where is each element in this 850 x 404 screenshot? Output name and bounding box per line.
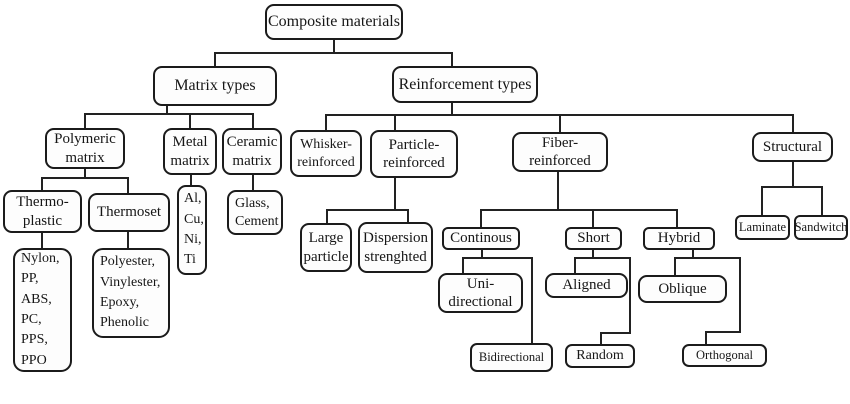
node-thermo-plastic: Thermo- plastic	[3, 190, 82, 233]
node-metal-matrix: Metal matrix	[163, 128, 217, 175]
node-label: Nylon, PP, ABS, PC, PPS, PPO	[21, 251, 60, 368]
node-oblique: Oblique	[638, 275, 727, 303]
node-dispersion-strenghted: Dispersion strenghted	[358, 222, 433, 273]
node-thermoset: Thermoset	[88, 193, 170, 232]
node-reinforcement-types: Reinforcement types	[392, 66, 538, 103]
node-label: Thermoset	[96, 204, 162, 221]
node-label: Al, Cu, Ni, Ti	[184, 191, 204, 268]
node-composite-materials: Composite materials	[265, 4, 403, 40]
node-sandwitch: Sandwitch	[794, 215, 848, 240]
node-bidirectional: Bidirectional	[470, 343, 553, 372]
node-label: Sandwitch	[794, 219, 848, 234]
node-laminate: Laminate	[735, 215, 790, 240]
node-label: Whisker- reinforced	[297, 137, 355, 170]
node-label: Aligned	[562, 277, 611, 294]
node-label: Matrix types	[174, 77, 256, 95]
node-label: Polymeric matrix	[54, 131, 116, 166]
node-label: Continous	[450, 230, 512, 247]
node-ceramic-matrix: Ceramic matrix	[222, 128, 282, 175]
node-label: Orthogonal	[696, 347, 753, 362]
node-matrix-types: Matrix types	[153, 66, 277, 106]
node-fiber-reinforced: Fiber- reinforced	[512, 132, 608, 172]
node-hybrid: Hybrid	[643, 227, 715, 250]
node-label: Reinforcement types	[398, 75, 532, 93]
node-orthogonal: Orthogonal	[682, 344, 767, 367]
node-label: Particle- reinforced	[383, 136, 445, 171]
node-label: Laminate	[738, 219, 787, 234]
node-label: Polyester, Vinylester, Epoxy, Phenolic	[100, 254, 161, 331]
node-short: Short	[565, 227, 622, 250]
node-label: Large particle	[303, 230, 349, 265]
node-label: Fiber- reinforced	[529, 134, 591, 169]
node-label: Ceramic matrix	[226, 134, 278, 169]
node-whisker-reinforced: Whisker- reinforced	[290, 130, 362, 177]
node-aligned: Aligned	[545, 273, 628, 298]
node-thermoset-examples: Polyester, Vinylester, Epoxy, Phenolic	[92, 248, 170, 338]
node-label: Oblique	[658, 280, 707, 297]
node-label: Metal matrix	[170, 134, 210, 169]
node-particle-reinforced: Particle- reinforced	[370, 130, 458, 178]
node-random: Random	[565, 344, 635, 368]
node-label: Bidirectional	[478, 349, 545, 364]
node-label: Dispersion strenghted	[363, 230, 428, 265]
node-label: Glass, Cement	[235, 196, 279, 229]
node-large-particle: Large particle	[300, 223, 352, 272]
node-ceramic-examples: Glass, Cement	[227, 190, 283, 235]
node-label: Composite materials	[268, 13, 400, 31]
node-label: Random	[576, 348, 624, 364]
node-structural: Structural	[752, 132, 833, 162]
node-polymeric-matrix: Polymeric matrix	[45, 128, 125, 169]
node-label: Short	[577, 230, 610, 247]
node-continous: Continous	[442, 227, 520, 250]
node-label: Thermo- plastic	[16, 194, 69, 229]
node-uni-directional: Uni- directional	[438, 273, 523, 313]
node-label: Uni- directional	[448, 275, 513, 310]
node-thermoplastic-examples: Nylon, PP, ABS, PC, PPS, PPO	[13, 248, 72, 372]
node-label: Hybrid	[657, 230, 701, 247]
node-label: Structural	[762, 138, 823, 155]
node-metal-examples: Al, Cu, Ni, Ti	[177, 185, 207, 275]
